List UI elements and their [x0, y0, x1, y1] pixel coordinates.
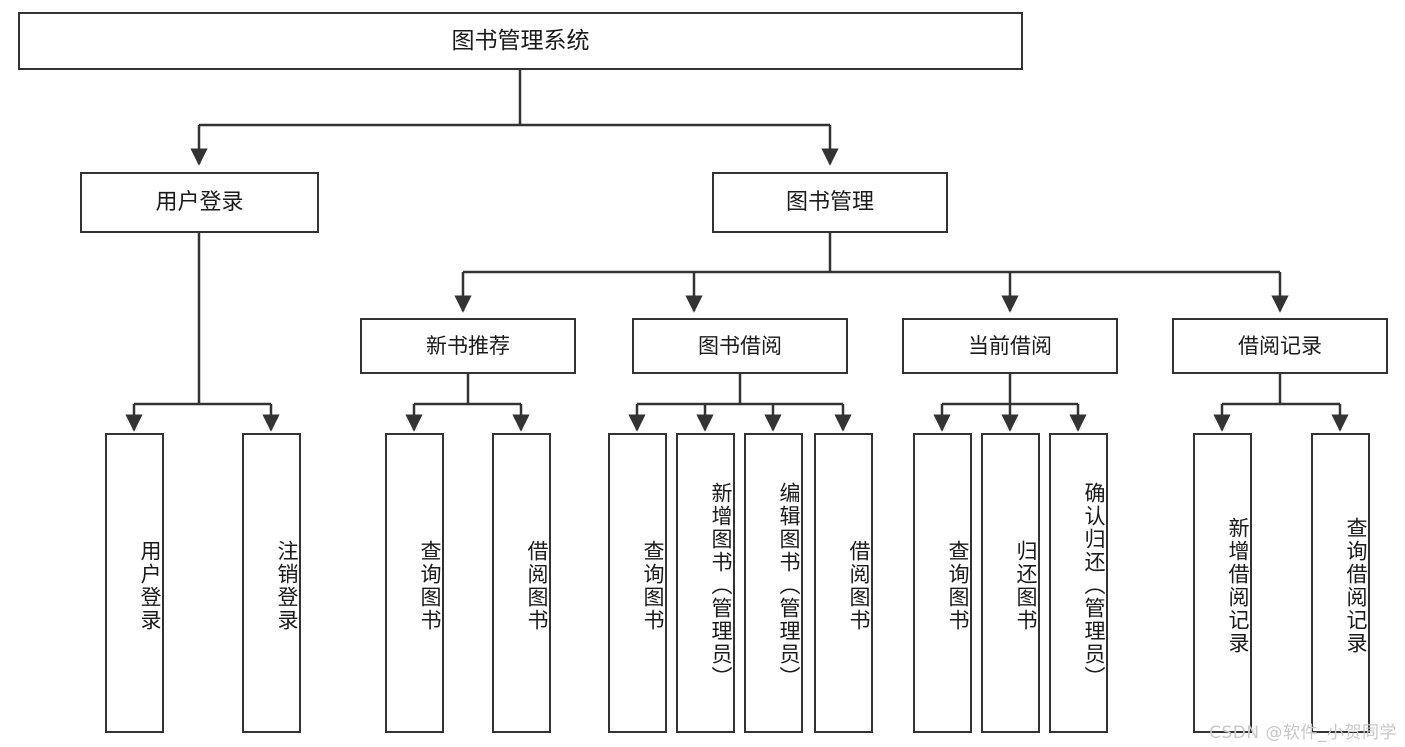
node-user-login[interactable]: 用户登录 [80, 172, 319, 233]
node-book-management[interactable]: 图书管理 [712, 172, 948, 233]
node-label: 借阅记录 [1238, 333, 1322, 358]
node-label: 借阅图书 [525, 540, 549, 632]
node-label: 新增借阅记录 [1226, 517, 1250, 655]
node-label: 新增图书（管理员） [709, 481, 733, 689]
node-label: 图书管理系统 [451, 27, 590, 54]
node-book-borrow[interactable]: 图书借阅 [632, 318, 848, 374]
node-label: 确认归还（管理员） [1082, 481, 1106, 689]
node-leaf-query-book-1[interactable]: 查询图书 [385, 433, 444, 733]
node-current-borrow[interactable]: 当前借阅 [902, 318, 1118, 374]
node-leaf-borrow-book-1[interactable]: 借阅图书 [492, 433, 551, 733]
node-root-system[interactable]: 图书管理系统 [18, 12, 1023, 70]
node-label: 用户登录 [138, 540, 162, 632]
node-leaf-return-book[interactable]: 归还图书 [981, 433, 1040, 733]
node-leaf-borrow-book-2[interactable]: 借阅图书 [814, 433, 873, 733]
node-label: 图书管理 [785, 189, 874, 215]
node-leaf-edit-book[interactable]: 编辑图书（管理员） [744, 433, 803, 733]
node-label: 借阅图书 [847, 540, 871, 632]
node-leaf-add-record[interactable]: 新增借阅记录 [1193, 433, 1252, 733]
node-label: 当前借阅 [968, 333, 1052, 358]
node-label: 图书借阅 [698, 333, 782, 358]
node-label: 注销登录 [275, 540, 299, 632]
node-leaf-query-book-2[interactable]: 查询图书 [608, 433, 667, 733]
watermark-text: CSDN @软件_小贺同学 [1209, 723, 1397, 743]
node-leaf-query-record[interactable]: 查询借阅记录 [1311, 433, 1370, 733]
node-leaf-logout[interactable]: 注销登录 [242, 433, 301, 733]
node-label: 新书推荐 [426, 333, 510, 358]
node-label: 编辑图书（管理员） [777, 481, 801, 689]
node-leaf-confirm-return[interactable]: 确认归还（管理员） [1049, 433, 1108, 733]
node-leaf-add-book[interactable]: 新增图书（管理员） [676, 433, 735, 733]
node-borrow-record[interactable]: 借阅记录 [1172, 318, 1388, 374]
node-leaf-login[interactable]: 用户登录 [105, 433, 164, 733]
node-leaf-query-book-3[interactable]: 查询图书 [913, 433, 972, 733]
node-label: 用户登录 [155, 189, 244, 215]
node-label: 查询图书 [946, 540, 970, 632]
node-new-book-recommend[interactable]: 新书推荐 [360, 318, 576, 374]
node-label: 查询图书 [641, 540, 665, 632]
node-label: 查询借阅记录 [1344, 517, 1368, 655]
node-label: 归还图书 [1014, 540, 1038, 632]
node-label: 查询图书 [418, 540, 442, 632]
